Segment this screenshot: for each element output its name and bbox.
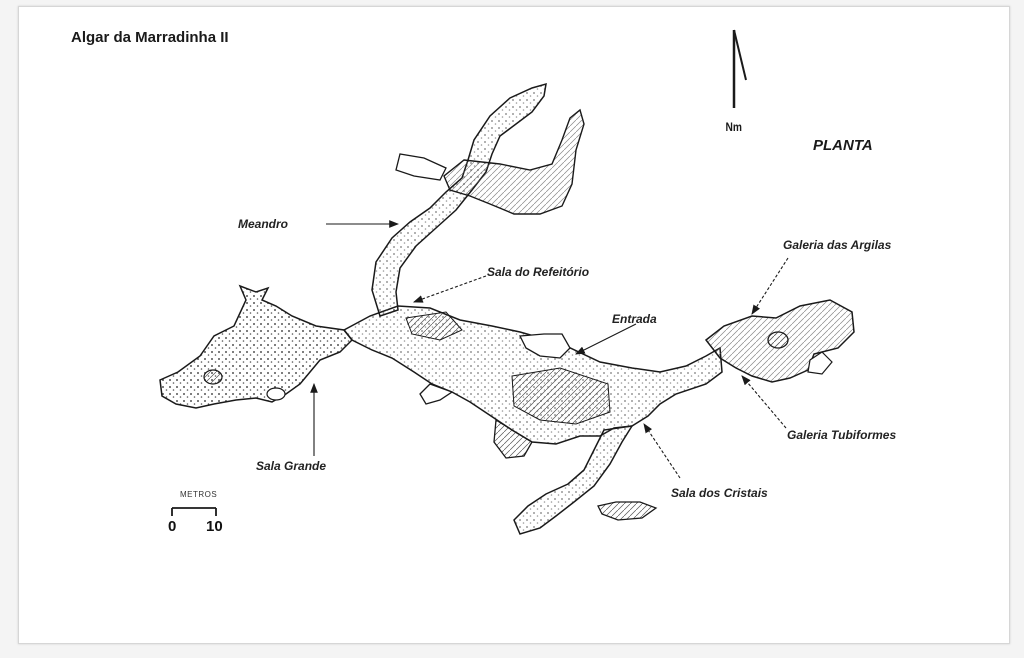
arrow-sala-cristais [643, 423, 681, 479]
tubiformes-spur [807, 351, 833, 375]
north-arrow-icon [732, 29, 747, 108]
scale-start-label: 0 [168, 518, 177, 535]
sala-cristais-passage [513, 425, 634, 535]
central-gallery-hatch-zone [511, 367, 611, 425]
sala-grande-pillar [266, 387, 286, 401]
sala-grande-boulder [203, 369, 223, 385]
arrow-galeria-tubiformes [741, 375, 787, 429]
sala-grande-outline [159, 284, 354, 409]
isolated-chamber [597, 501, 658, 521]
north-label: Nm [725, 120, 742, 134]
label-entrada: Entrada [612, 312, 657, 326]
argilas-blob [767, 331, 789, 349]
meandro-west-branch [395, 153, 447, 181]
arrow-sala-refeitorio [412, 275, 487, 303]
west-spur [419, 383, 454, 405]
label-galeria-tubiformes: Galeria Tubiformes [787, 428, 897, 442]
arrow-entrada [575, 323, 637, 355]
scale-bar [171, 507, 217, 516]
scale-end-label: 10 [206, 518, 223, 535]
refeitorio-hatch-zone [405, 311, 463, 341]
south-side-chamber [493, 418, 533, 459]
entrada-passage [518, 333, 571, 359]
meandro-passage [371, 82, 547, 317]
map-title: Algar da Marradinha II [71, 29, 229, 46]
view-label: PLANTA [813, 137, 873, 154]
scale-unit-label: METROS [180, 490, 218, 499]
label-galeria-argilas: Galeria das Argilas [783, 238, 892, 252]
label-sala-grande: Sala Grande [256, 459, 327, 473]
arrow-galeria-argilas [751, 257, 789, 315]
label-meandro: Meandro [238, 217, 289, 231]
label-sala-cristais: Sala dos Cristais [671, 486, 768, 500]
meandro-upper-loop [443, 108, 585, 215]
label-sala-refeitorio: Sala do Refeitório [487, 265, 590, 279]
